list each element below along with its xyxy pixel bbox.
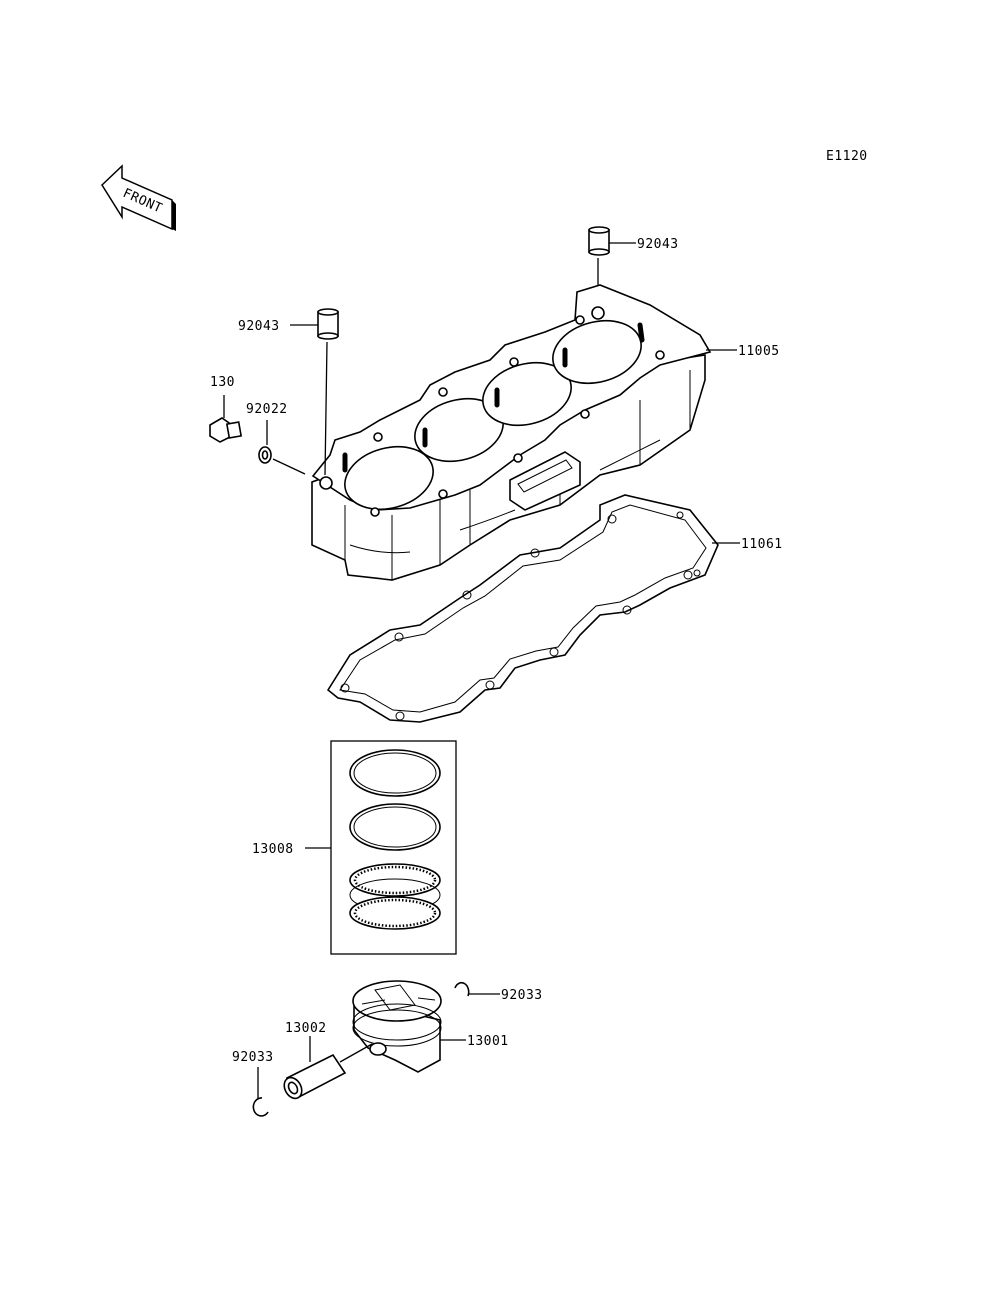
- dowel-pin-left[interactable]: [317, 308, 339, 340]
- cylinder-block[interactable]: [311, 284, 712, 581]
- part-number-130[interactable]: 130: [210, 375, 235, 390]
- part-number-92022[interactable]: 92022: [246, 402, 288, 417]
- dowel-pin-top[interactable]: [588, 226, 610, 256]
- part-number-92043-top[interactable]: 92043: [637, 237, 679, 252]
- washer-92022[interactable]: [258, 446, 272, 464]
- piston[interactable]: [352, 980, 442, 1073]
- diagram-code: E1120: [826, 149, 868, 164]
- front-arrow-icon: FRONT: [101, 164, 176, 231]
- head-gasket[interactable]: [326, 494, 719, 723]
- part-number-13001[interactable]: 13001: [467, 1034, 509, 1049]
- piston-pin[interactable]: [281, 1053, 347, 1101]
- part-number-13008[interactable]: 13008: [252, 842, 294, 857]
- piston-ring-set[interactable]: [330, 740, 457, 955]
- part-number-11005[interactable]: 11005: [738, 344, 780, 359]
- part-number-92043-left[interactable]: 92043: [238, 319, 280, 334]
- part-number-13002[interactable]: 13002: [285, 1021, 327, 1036]
- circlip-left[interactable]: [252, 1097, 269, 1117]
- part-number-92033-right[interactable]: 92033: [501, 988, 543, 1003]
- bolt-130[interactable]: [209, 417, 243, 443]
- circlip-right[interactable]: [454, 981, 470, 997]
- part-number-11061[interactable]: 11061: [741, 537, 783, 552]
- part-number-92033-left[interactable]: 92033: [232, 1050, 274, 1065]
